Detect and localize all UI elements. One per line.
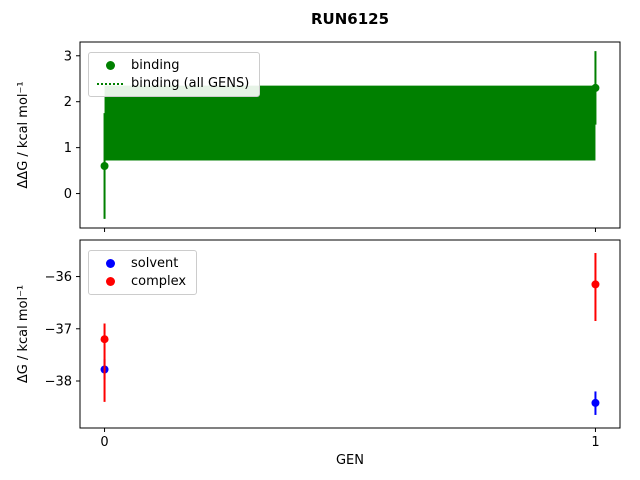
complex-dot-icon <box>105 277 115 286</box>
binding-dot-icon <box>105 61 115 70</box>
bottom-legend: solvent complex <box>88 250 198 295</box>
dotted-line-icon <box>97 82 123 85</box>
legend-marker-slot <box>97 61 123 70</box>
y-tick-label: 1 <box>64 141 72 156</box>
x-axis-label: GEN <box>336 453 364 468</box>
x-tick-label: 0 <box>100 435 108 450</box>
y-tick-label: 3 <box>64 49 72 64</box>
legend-label-solvent: solvent <box>131 256 179 271</box>
solvent-dot-icon <box>105 259 115 268</box>
binding-point <box>591 83 600 92</box>
y-tick-label: 2 <box>64 95 72 110</box>
figure-title: RUN6125 <box>311 10 389 28</box>
complex-point <box>100 335 109 344</box>
axes-frame <box>79 41 621 229</box>
binding-point <box>100 162 109 170</box>
legend-item-complex: complex <box>97 275 186 288</box>
legend-label-complex: complex <box>131 274 187 289</box>
legend-marker-slot <box>97 82 123 85</box>
axes-frame <box>79 239 621 429</box>
x-tick-label: 1 <box>591 435 599 450</box>
legend-label-binding: binding <box>131 58 180 73</box>
y-tick-label: 0 <box>64 187 72 202</box>
bottom-y-axis-label: ΔG / kcal mol⁻¹ <box>16 285 31 383</box>
complex-point <box>591 280 600 289</box>
solvent-point <box>591 398 600 407</box>
legend-item-binding: binding <box>97 59 249 72</box>
top-legend: binding binding (all GENS) <box>88 52 261 97</box>
legend-marker-slot <box>97 259 123 268</box>
top-y-axis-label: ΔΔG / kcal mol⁻¹ <box>16 81 31 188</box>
legend-item-binding-all-gens: binding (all GENS) <box>97 77 249 90</box>
y-tick-label: −37 <box>45 322 72 337</box>
y-tick-label: −36 <box>45 270 72 285</box>
legend-marker-slot <box>97 277 123 286</box>
legend-item-solvent: solvent <box>97 257 186 270</box>
y-tick-label: −38 <box>45 375 72 390</box>
plot-layer: 0 1 2 3 −36 −37 −38 0 1 <box>45 41 621 450</box>
legend-label-binding-all-gens: binding (all GENS) <box>131 76 250 91</box>
